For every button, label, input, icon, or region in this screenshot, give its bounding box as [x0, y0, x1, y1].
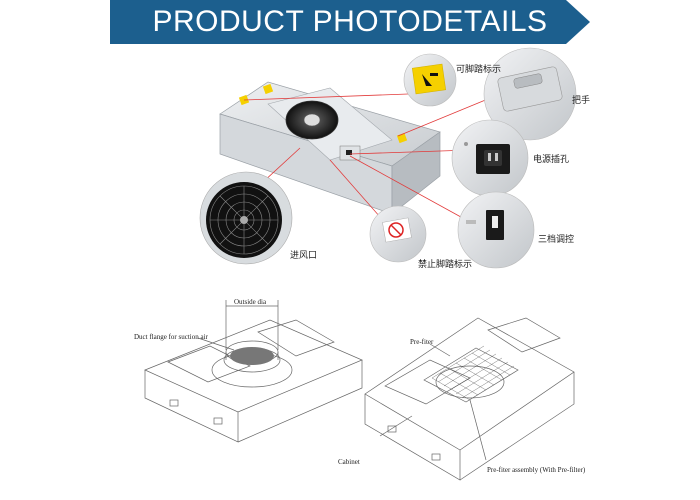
step-mark-detail	[403, 53, 457, 107]
pre-filter-label: Pre-fiter	[410, 338, 434, 346]
power-socket-detail	[451, 119, 529, 197]
duct-flange-label: Duct flange for suction air	[134, 333, 208, 341]
line-diagrams	[144, 300, 575, 481]
handle-label: 把手	[572, 96, 591, 106]
speed-control-label: 三档调控	[538, 235, 575, 245]
banner-shape	[110, 0, 590, 44]
line-diagrams-section: Outside dia Duct flange for suction air …	[0, 290, 700, 500]
title-banner: PRODUCT PHOTODETAILS	[110, 0, 590, 44]
page-title: PRODUCT PHOTODETAILS	[152, 5, 548, 38]
right-unit-drawing	[364, 317, 575, 481]
speed-control-detail	[457, 191, 535, 269]
no-step-mark-label: 禁止脚踏标示	[418, 260, 473, 270]
pre-filter-assembly-label: Pre-fiter assembly (With Pre-filter)	[487, 466, 586, 474]
step-mark-label: 可脚踏标示	[456, 65, 502, 75]
air-inlet-label: 进风口	[290, 251, 318, 261]
product-photo	[199, 47, 577, 269]
handle-detail	[483, 47, 577, 141]
left-filter-grille	[230, 347, 274, 365]
outside-dia-label: Outside dia	[234, 298, 267, 306]
air-inlet-detail	[199, 171, 293, 265]
pre-filter-mesh	[431, 345, 515, 401]
ffu-unit	[219, 81, 441, 215]
cabinet-label: Cabinet	[338, 458, 360, 466]
product-photo-section: 可脚踏标示 把手 电源插孔 三档调控 禁止脚踏标示 进风口	[0, 44, 700, 284]
no-step-mark-detail	[369, 205, 427, 263]
power-socket-label: 电源插孔	[533, 155, 570, 165]
left-unit-drawing	[144, 300, 363, 443]
